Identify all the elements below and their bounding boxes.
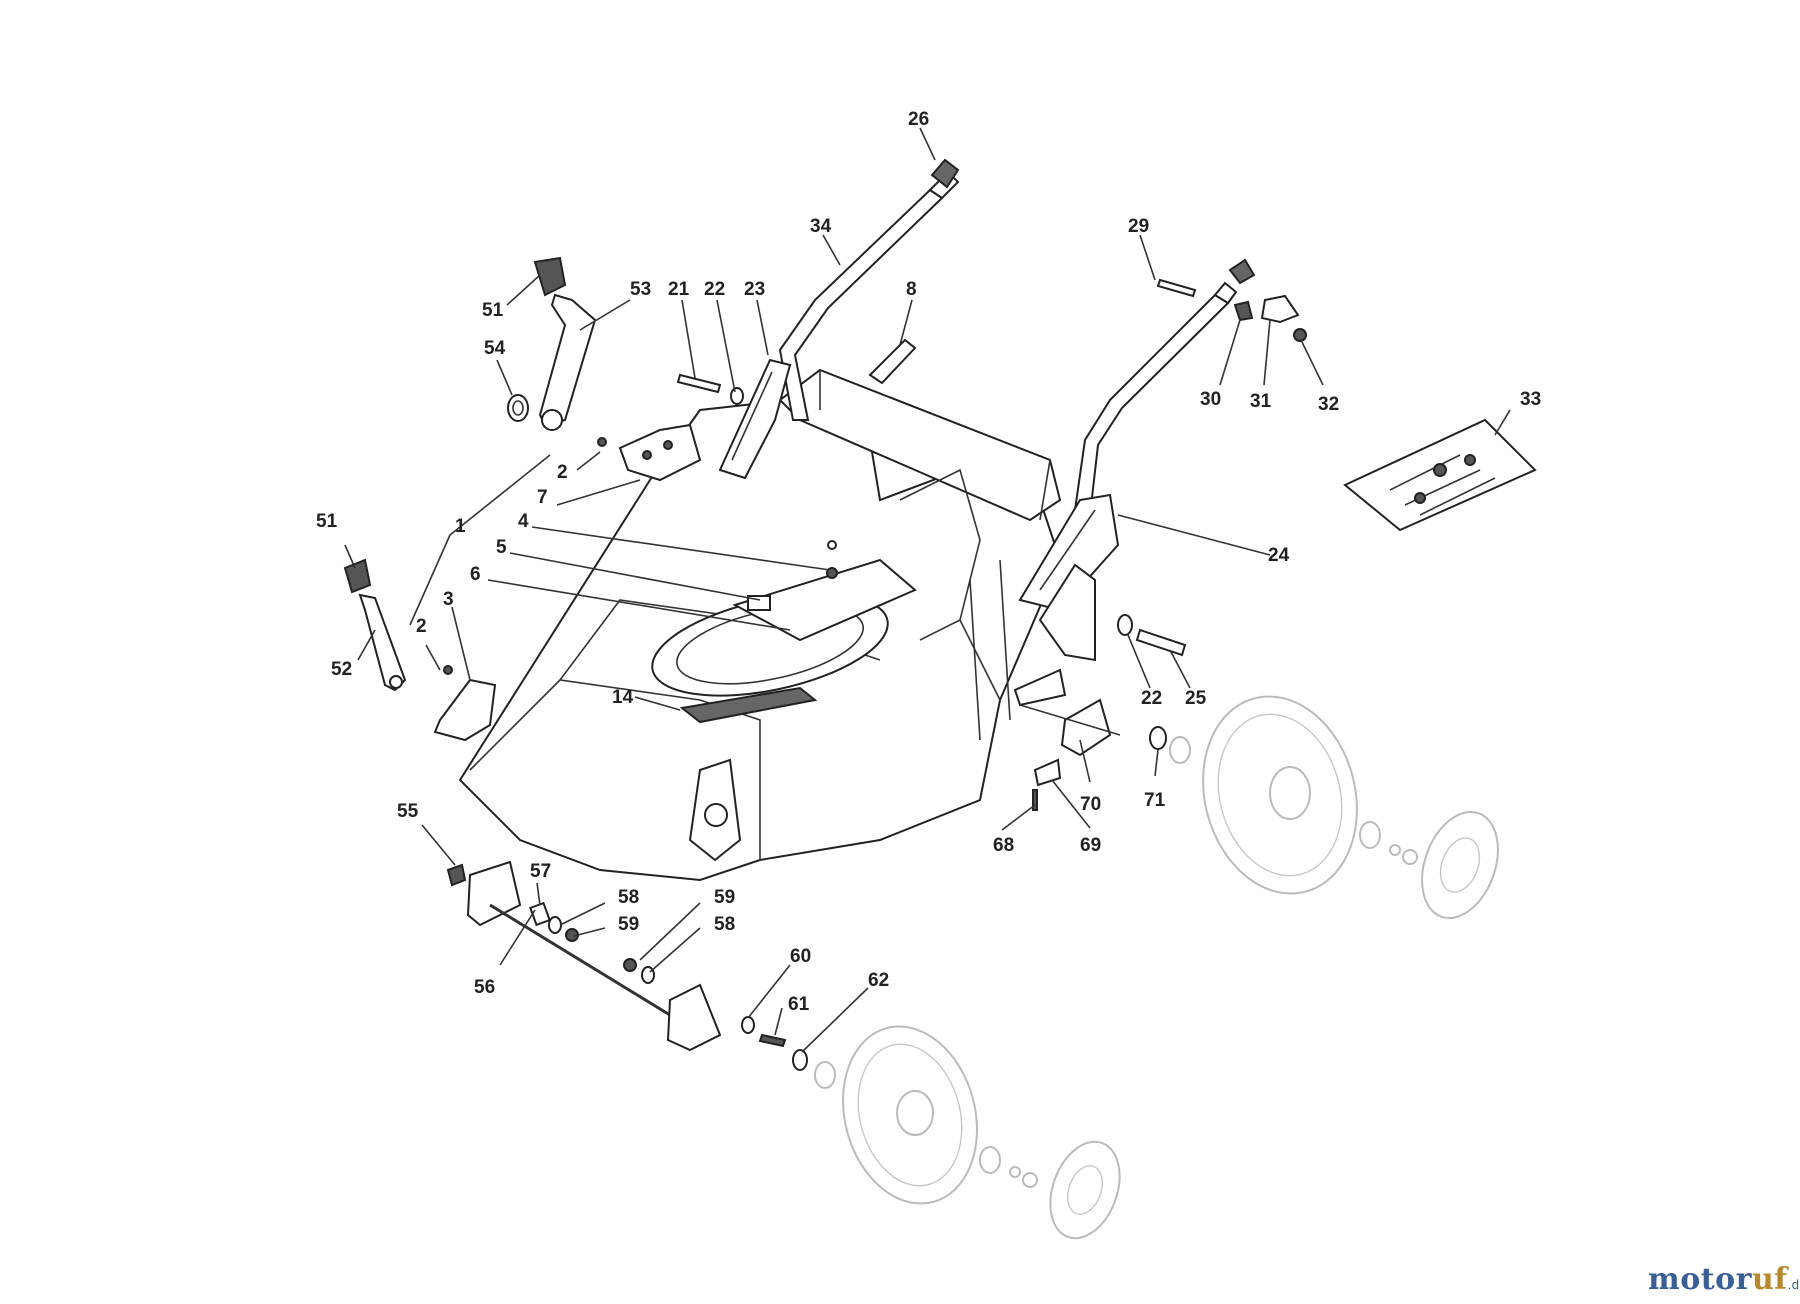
label-33: 33 (1520, 389, 1541, 410)
label-59a: 59 (618, 914, 639, 935)
watermark-blue: motor (1648, 1262, 1752, 1297)
label-22a: 22 (704, 279, 725, 300)
label-1: 1 (455, 516, 466, 537)
label-5: 5 (496, 537, 507, 558)
label-55: 55 (397, 801, 419, 822)
height-plate-front (433, 678, 497, 742)
label-69: 69 (1080, 835, 1101, 856)
label-31: 31 (1250, 391, 1272, 412)
knob-31 (1260, 294, 1300, 324)
leader-lines (344, 127, 1511, 1053)
label-2b: 2 (416, 616, 427, 637)
label-56: 56 (474, 977, 495, 998)
watermark-gold: uf (1751, 1262, 1788, 1297)
label-57: 57 (530, 861, 551, 882)
label-3: 3 (443, 589, 454, 610)
bolt-21 (676, 373, 722, 394)
label-71: 71 (1144, 790, 1166, 811)
label-68: 68 (993, 835, 1014, 856)
mower-deck (458, 368, 1062, 882)
label-2a: 2 (557, 462, 568, 483)
label-52: 52 (331, 659, 352, 680)
label-6: 6 (470, 564, 481, 585)
height-lever-front (343, 558, 407, 692)
part-number-labels: 26 34 21 22 23 8 53 51 54 2 7 1 4 5 6 51… (316, 109, 1541, 1015)
label-53: 53 (630, 279, 651, 300)
rear-wheel (1169, 695, 1499, 920)
motoruf-watermark: motoruf.de (1648, 1262, 1800, 1297)
label-59b: 59 (714, 887, 735, 908)
mulch-flap (679, 686, 818, 724)
label-4: 4 (518, 511, 529, 532)
label-62: 62 (868, 970, 889, 991)
bolt-25 (1135, 628, 1187, 657)
handle-assembly (718, 158, 1256, 662)
front-wheel (814, 1025, 1121, 1240)
label-8: 8 (906, 279, 917, 300)
height-lever-rear (507, 256, 597, 431)
rear-axle-bracket (1013, 668, 1121, 811)
handle-clip (868, 338, 917, 385)
label-61: 61 (788, 994, 810, 1015)
label-54: 54 (484, 338, 506, 359)
label-22b: 22 (1141, 688, 1162, 709)
front-axle-assembly (446, 860, 808, 1071)
label-21: 21 (668, 279, 690, 300)
label-23: 23 (744, 279, 765, 300)
bolt-29 (1156, 278, 1197, 298)
label-26: 26 (908, 109, 929, 130)
label-58b: 58 (714, 914, 735, 935)
label-7: 7 (537, 487, 548, 508)
label-14: 14 (612, 687, 634, 708)
label-60: 60 (790, 946, 811, 967)
hardware-bag (1343, 418, 1537, 532)
label-29: 29 (1128, 216, 1149, 237)
label-51a: 51 (482, 300, 504, 321)
label-70: 70 (1080, 794, 1101, 815)
label-34: 34 (810, 216, 832, 237)
label-25: 25 (1185, 688, 1207, 709)
label-32: 32 (1318, 394, 1339, 415)
height-plate-rear (618, 423, 702, 482)
label-51b: 51 (316, 511, 338, 532)
label-24: 24 (1268, 545, 1290, 566)
label-30: 30 (1200, 389, 1221, 410)
label-58a: 58 (618, 887, 639, 908)
watermark-suffix: .de (1787, 1277, 1800, 1292)
